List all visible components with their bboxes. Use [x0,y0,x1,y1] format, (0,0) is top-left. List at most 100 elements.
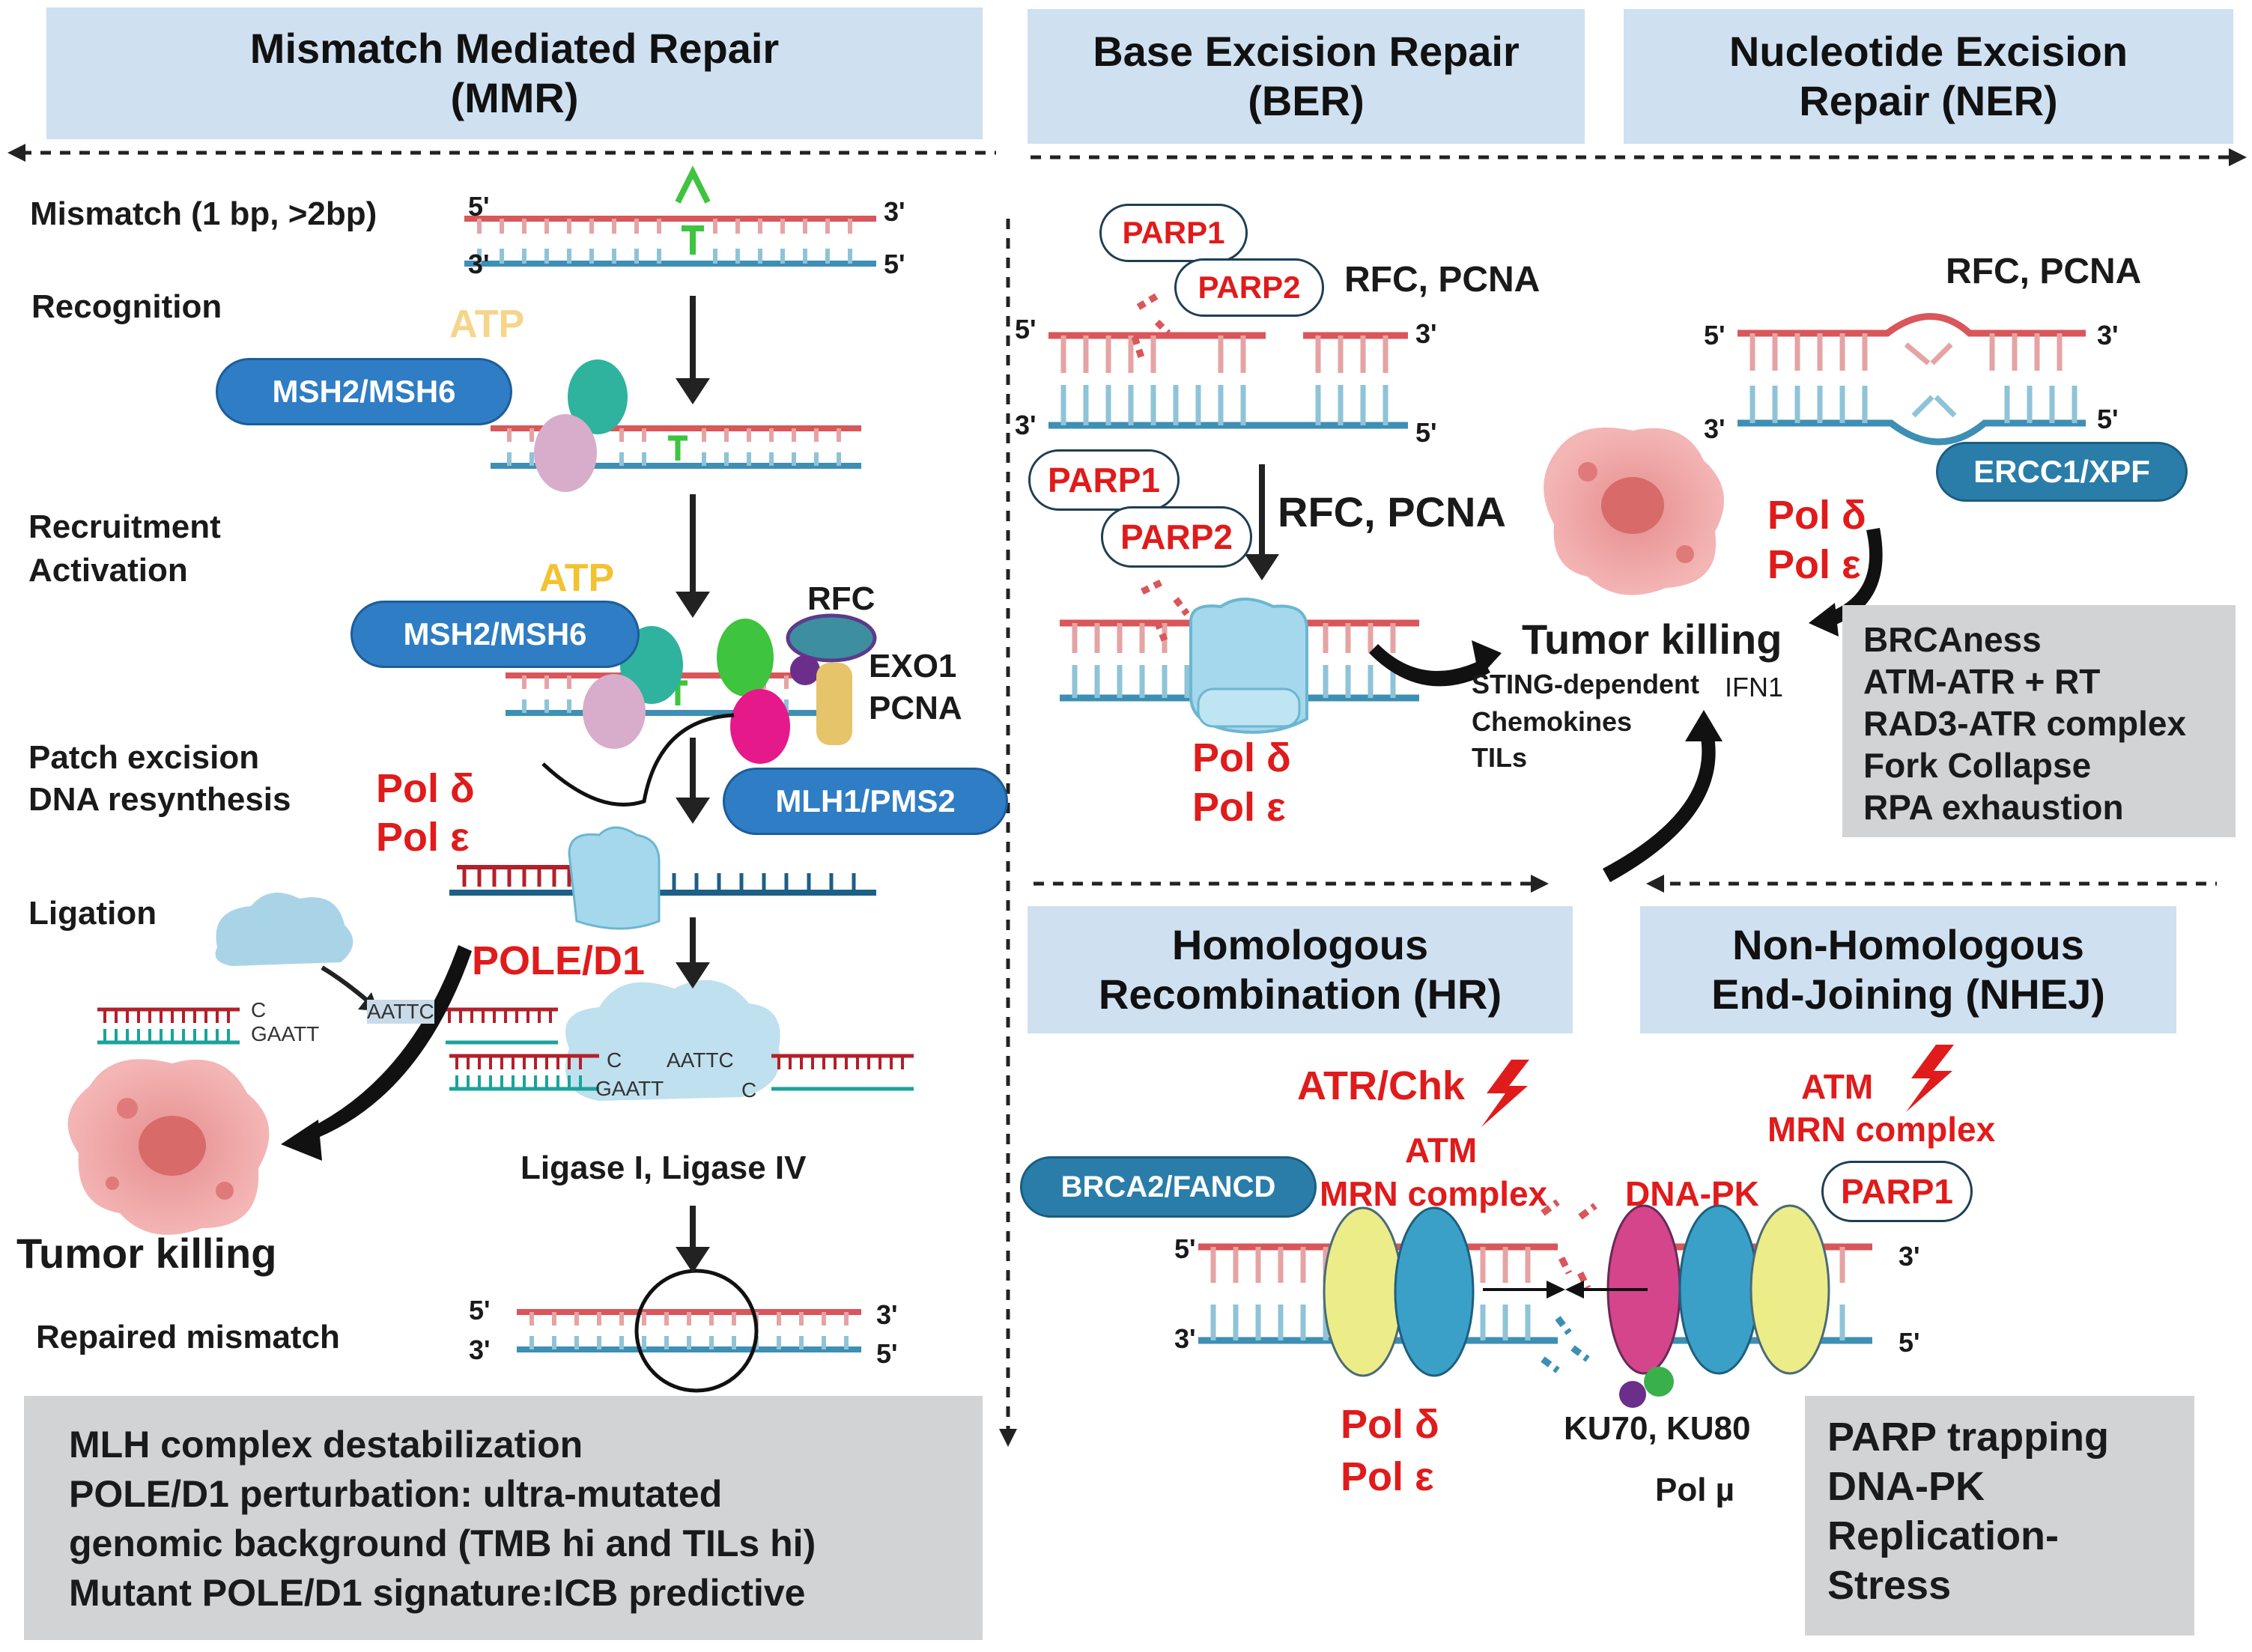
pcna-label: PCNA [869,690,962,726]
step-resynthesis-label: DNA resynthesis [28,781,291,818]
pcna-protein [816,663,852,745]
atp-label-1: ATP [449,303,525,346]
polymerase-shape [568,826,661,930]
dnapk-label: DNA-PK [1625,1174,1759,1213]
ner-pol-epsilon: Pol ε [1767,542,1861,587]
nhej-protein-blue [1678,1204,1759,1375]
nhej-header: Non-Homologous End-Joining (NHEJ) [1640,906,2176,1033]
dna-ner [1737,313,2086,446]
mmr-tumor-killing-label: Tumor killing [16,1230,277,1277]
ber-arrowhead [1245,554,1279,580]
step-ligation-label: Ligation [28,895,157,932]
mlh1-pms2-pill: MLH1/PMS2 [723,768,1008,835]
seq-c-inner: C [607,1048,622,1072]
hr-mrn-label: MRN complex [1320,1174,1548,1213]
mmr-killing-arrow [296,945,472,1142]
seq-gaatt-inner: GAATT [595,1077,664,1100]
hr-atm-label: ATM [1405,1131,1478,1170]
seq-c-left: C [251,998,267,1021]
ner-pol-delta: Pol δ [1767,493,1866,538]
ber-polymerase-base [1197,687,1301,728]
ber-pol-epsilon: Pol ε [1192,785,1286,830]
ligase-label: Ligase I, Ligase IV [520,1150,807,1186]
atp-label-2: ATP [539,556,615,600]
strand-end-5-rep-r: 5' [876,1338,898,1369]
ber-parp1-a: PARP1 [1099,204,1248,262]
step-recognition-label: Recognition [31,288,222,325]
ner-rfc-pcna: RFC, PCNA [1946,252,2142,291]
ifn1-label: IFN1 [1725,672,1784,702]
hr-header: Homologous Recombination (HR) [1028,906,1573,1033]
mmr-killing-arrowhead [281,1120,322,1161]
brca2-fancd-pill: BRCA2/FANCD [1020,1156,1317,1218]
nhej-summary-box: PARP trapping DNA-PK Replication- Stress [1805,1396,2194,1636]
dna-repaired [517,1309,861,1352]
ber-parp1-b: PARP1 [1028,449,1180,511]
ku70-dot [1619,1381,1646,1408]
strand-end-3-nhej: 3' [1899,1241,1920,1272]
ner-tumor-cell [1544,427,1724,595]
sting-label: STING-dependent [1472,669,1699,699]
step-patch-label: Patch excision [28,739,260,776]
strand-end-3-rep-r: 3' [876,1299,898,1330]
strand-end-5-ner-r: 5' [2097,404,2119,434]
ner-summary-box: BRCAness ATM-ATR + RT RAD3-ATR complex F… [1842,605,2236,837]
center-tumor-killing: Tumor killing [1522,616,1782,663]
hr-protein-blue [1394,1206,1475,1377]
activation-protein-green [717,619,774,696]
step-mismatch-label: Mismatch (1 bp, >2bp) [30,195,377,232]
seq-aattc-inner: AATTC [667,1048,734,1072]
msh2-msh6-pill-2: MSH2/MSH6 [350,601,640,668]
strand-end-5-hr: 5' [1174,1233,1196,1264]
strand-end-3-rep: 3' [469,1334,491,1365]
ligase-cloud-large [565,980,780,1101]
step-repaired-label: Repaired mismatch [36,1319,340,1355]
ber-parp2-b: PARP2 [1101,506,1252,568]
strand-end-5-rep: 5' [469,1295,491,1325]
rfc-protein [786,613,877,663]
ku80-dot [1644,1367,1674,1397]
nhej-protein-yellow [1749,1204,1830,1375]
dna-ber-top [1048,293,1408,429]
msh-protein-teal [568,359,628,434]
nhej-parp1-pill: PARP1 [1821,1161,1973,1222]
dna-ligation-bottom [449,1054,914,1091]
msh-protein-pink [534,414,597,492]
lightning-icon-hr [1481,1060,1529,1127]
pol-mu-label: Pol µ [1655,1472,1735,1508]
ligase-cloud-small [215,893,353,966]
strand-end-3-ner-r: 3' [2097,320,2119,350]
seq-aattc-mid: AATTC [367,1000,434,1024]
seq-c-inner-2: C [741,1078,757,1102]
seq-gaatt-left: GAATT [251,1022,320,1045]
strand-end-3-ner: 3' [1704,413,1726,444]
exo1-label: EXO1 [869,648,957,684]
ber-parp2-a: PARP2 [1174,258,1324,317]
hr-pol-epsilon: Pol ε [1341,1454,1434,1499]
dna-ligation-right [446,1007,558,1045]
strand-end-3-mm: 3' [468,249,490,279]
strand-end-5-ner: 5' [1704,320,1726,350]
step-recruitment-label: Recruitment [28,508,221,545]
chemokines-label: Chemokines [1472,706,1633,737]
center-up-arrowhead [1685,710,1723,741]
mmr-pol-delta: Pol δ [376,766,475,811]
center-up-arrow [1603,732,1716,882]
rfc-label: RFC [807,580,875,617]
strand-end-3-ber: 3' [1015,410,1037,440]
hr-protein-yellow [1323,1206,1403,1377]
mmr-tumor-cell [67,1059,270,1235]
strand-end-3-hr: 3' [1174,1323,1196,1354]
ber-rfc-pcna-2: RFC, PCNA [1278,488,1506,535]
ber-rfc-pcna-1: RFC, PCNA [1344,260,1541,300]
ner-header: Nucleotide Excision Repair (NER) [1624,9,2233,144]
strand-end-3-ber-r: 3' [1415,318,1437,349]
repair-site-circle [634,1269,759,1393]
mmr-step-arrowheads [676,378,710,1273]
nhej-atm-label: ATM [1801,1067,1874,1106]
divider-arrowheads [7,144,2247,1447]
ber-killing-arrowhead [1472,640,1502,678]
ner-killing-arrowhead [1809,603,1839,637]
tils-label: TILs [1472,742,1528,773]
